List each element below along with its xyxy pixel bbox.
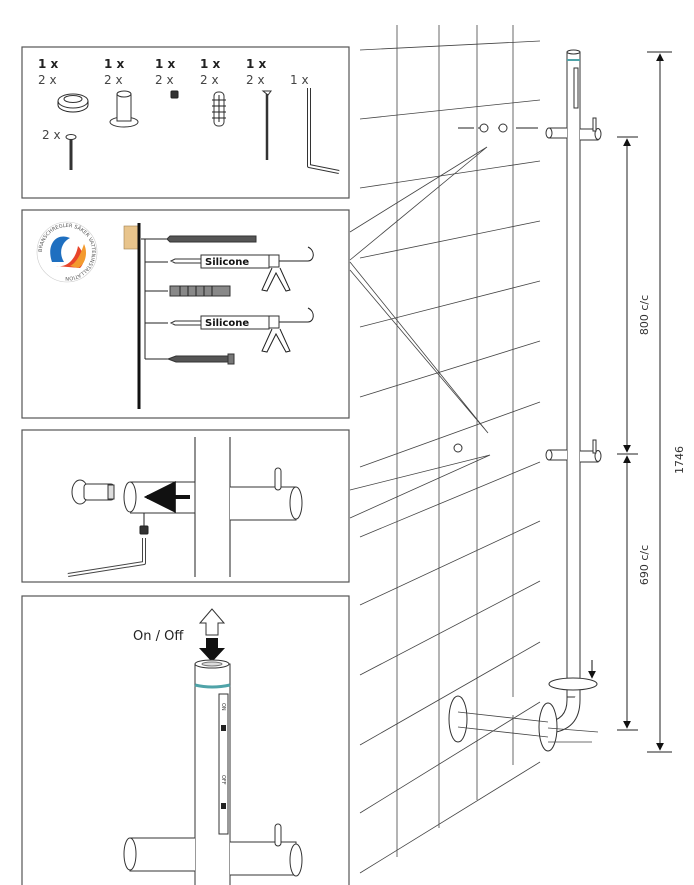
tile-line xyxy=(359,160,541,189)
qty-set-5: 1 x xyxy=(246,57,267,71)
small-screw-icon xyxy=(65,134,77,170)
hook-icon xyxy=(230,823,303,877)
sticker-on: ON xyxy=(220,703,226,711)
wall-plug-icon xyxy=(212,91,226,127)
pipe-arm-icon xyxy=(123,837,195,872)
on-off-label: On / Off xyxy=(133,629,184,644)
set-screw-icon xyxy=(139,525,149,535)
tile-line xyxy=(359,280,541,328)
drill-bit-icon xyxy=(166,235,257,243)
silicone-label: Silicone xyxy=(205,257,249,268)
tile-line xyxy=(359,461,541,538)
push-arrow-icon xyxy=(199,638,225,662)
long-screw-icon xyxy=(261,90,272,160)
wall-bracket-icon xyxy=(109,90,139,128)
qty-pack-4: 2 x xyxy=(200,73,219,87)
bracket-part-icon xyxy=(453,443,463,453)
qty-set-3: 1 x xyxy=(155,57,176,71)
silicone-label: Silicone xyxy=(205,318,249,329)
qty-set-4: 1 x xyxy=(200,57,221,71)
tile-line xyxy=(359,701,541,814)
qty-pack-3: 2 x xyxy=(155,73,174,87)
qty-pack-5: 2 x xyxy=(246,73,265,87)
tile-line xyxy=(359,580,541,676)
tile-line xyxy=(359,340,541,398)
tile-line xyxy=(359,641,541,746)
qty-pack-2: 2 x xyxy=(104,73,123,87)
qty-small-screw: 2 x xyxy=(42,128,61,142)
dim-800: 800 c/c xyxy=(638,295,651,335)
tile-line xyxy=(359,99,541,120)
switch-panel: On / Off ON OFF xyxy=(21,595,350,885)
silicone-gun-icon-2: Silicone xyxy=(169,307,314,353)
tile-grid xyxy=(359,25,541,874)
tile-line xyxy=(359,520,541,606)
dim-690: 690 c/c xyxy=(638,545,651,585)
tools-panel: BRANSCHREGLER SÄKER VATTENINSTALLATION S… xyxy=(21,209,350,419)
tile-line xyxy=(359,40,541,51)
qty-set-1: 1 x xyxy=(38,57,59,71)
set-screw-icon xyxy=(170,90,179,99)
wall-bracket-icon xyxy=(71,479,115,505)
qty-pack-1: 2 x xyxy=(38,73,57,87)
indicator-ring xyxy=(194,683,231,689)
pull-arrow-icon xyxy=(198,608,226,636)
hook-icon xyxy=(230,467,303,521)
qty-set-2: 1 x xyxy=(104,57,125,71)
tile-line xyxy=(359,220,541,259)
screw-tool-icon xyxy=(166,353,235,365)
sticker-off: OFF xyxy=(220,775,226,785)
tile-line xyxy=(359,401,541,468)
wall-plug-tool-icon xyxy=(169,285,231,297)
qty-hex-key: 1 x xyxy=(290,73,309,87)
towel-rail xyxy=(448,49,602,752)
dim-1746: 1746 xyxy=(673,446,686,474)
wood-block-icon xyxy=(123,225,139,250)
tile-line xyxy=(359,761,541,874)
cover-cup-icon xyxy=(57,93,89,113)
dimension-lines: 800 c/c 690 c/c 1746 xyxy=(617,51,686,753)
parts-panel: 1 x 2 x 1 x 2 x 1 x 2 x 1 x 2 x 1 x 2 x … xyxy=(21,46,350,199)
callout-lines xyxy=(349,146,491,519)
bracket-mount-panel xyxy=(21,429,350,583)
certification-logo: BRANSCHREGLER SÄKER VATTENINSTALLATION xyxy=(36,221,98,283)
silicone-gun-icon-1: Silicone xyxy=(169,246,314,292)
